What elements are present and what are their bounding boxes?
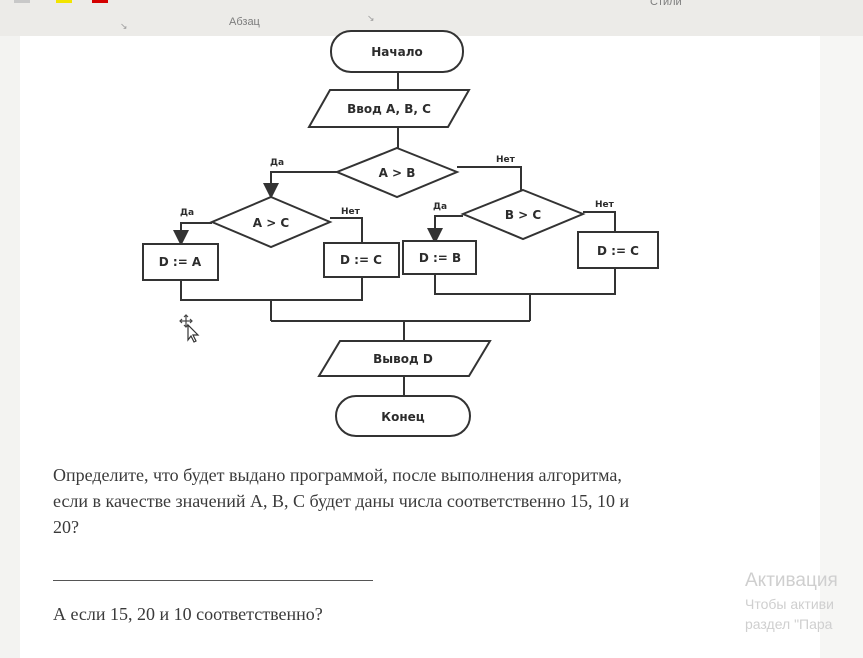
process-d-c-left <box>323 242 400 278</box>
color-swatch-yellow[interactable] <box>56 0 72 3</box>
assign-dc-right-label: D := C <box>597 244 639 258</box>
process-d-c-right <box>577 231 659 269</box>
end-label: Конец <box>381 410 424 424</box>
watermark-title: Активация <box>745 570 838 591</box>
assign-db-label: D := B <box>419 251 461 265</box>
output-label: Вывод D <box>373 352 433 366</box>
process-d-a <box>142 243 219 281</box>
move-cursor-icon <box>179 314 200 343</box>
assign-dc-left-label: D := C <box>340 253 382 267</box>
decision-b-gt-c <box>460 188 586 241</box>
cond-ac-label: A > C <box>253 216 290 230</box>
input-parallelogram <box>307 89 471 128</box>
no-label-bc: Нет <box>595 200 615 210</box>
connector <box>173 222 212 246</box>
process-d-b <box>402 240 477 275</box>
start-label: Начало <box>371 45 423 59</box>
output-parallelogram <box>317 340 492 377</box>
question-line-1: Определите, что будет выдано программой,… <box>53 465 622 485</box>
no-label-ab: Нет <box>496 155 516 165</box>
color-swatch-gray[interactable] <box>14 0 30 3</box>
connector <box>434 268 616 295</box>
connector <box>330 217 363 244</box>
paragraph-launcher-icon[interactable]: ↘ <box>367 14 375 24</box>
yes-label-ab: Да <box>270 158 284 168</box>
yes-label-bc: Да <box>433 202 447 212</box>
connector <box>457 166 522 190</box>
dialog-launcher-icon[interactable]: ↘ <box>120 22 128 32</box>
second-question: А если 15, 20 и 10 соответственно? <box>53 604 323 624</box>
question-text: Определите, что будет выдано программой,… <box>53 462 743 540</box>
connector <box>263 171 337 199</box>
cond-ab-label: A > B <box>379 166 416 180</box>
input-label: Ввод A, B, C <box>347 102 431 116</box>
decision-a-gt-b <box>334 146 460 199</box>
color-swatch-red[interactable] <box>92 0 108 3</box>
watermark-line-1: Чтобы активи <box>745 596 834 612</box>
decision-a-gt-c <box>209 195 333 249</box>
connector <box>427 215 463 244</box>
question-line-2: если в качестве значений A, B, C будет д… <box>53 491 630 511</box>
paragraph-group-label: Абзац <box>229 16 260 28</box>
watermark-line-2: раздел "Пара <box>745 616 833 632</box>
activation-watermark: Активация Чтобы активи раздел "Пара <box>745 570 838 632</box>
no-label-ac: Нет <box>341 207 361 217</box>
connector <box>583 211 616 232</box>
cond-bc-label: B > C <box>505 208 542 222</box>
window-edge <box>820 36 863 658</box>
start-terminal <box>330 30 464 73</box>
end-terminal <box>335 395 471 437</box>
assign-da-label: D := A <box>159 255 202 269</box>
yes-label-ac: Да <box>180 208 194 218</box>
answer-line <box>53 580 373 581</box>
question-line-3: 20? <box>53 517 79 537</box>
styles-group-label: Стили <box>650 0 682 8</box>
